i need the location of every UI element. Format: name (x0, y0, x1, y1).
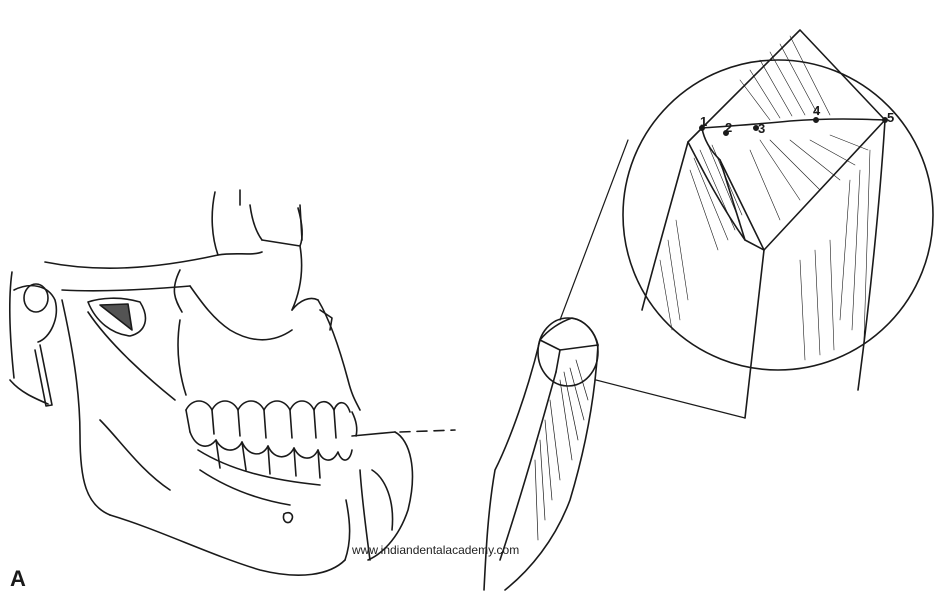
skull-drawing (10, 190, 455, 575)
point-label-1: 1 (700, 114, 707, 129)
point-label-4: 4 (813, 103, 820, 118)
zoom-line-top (560, 140, 628, 320)
magnified-tooth (623, 30, 933, 418)
point-label-2: 2 (725, 120, 732, 135)
point-label-3: 3 (758, 121, 765, 136)
zoom-line-bottom (596, 380, 745, 418)
watermark-text: www.indiandentalacademy.com (352, 543, 519, 557)
figure-panel-letter: A (10, 566, 26, 592)
point-label-5: 5 (887, 110, 894, 125)
